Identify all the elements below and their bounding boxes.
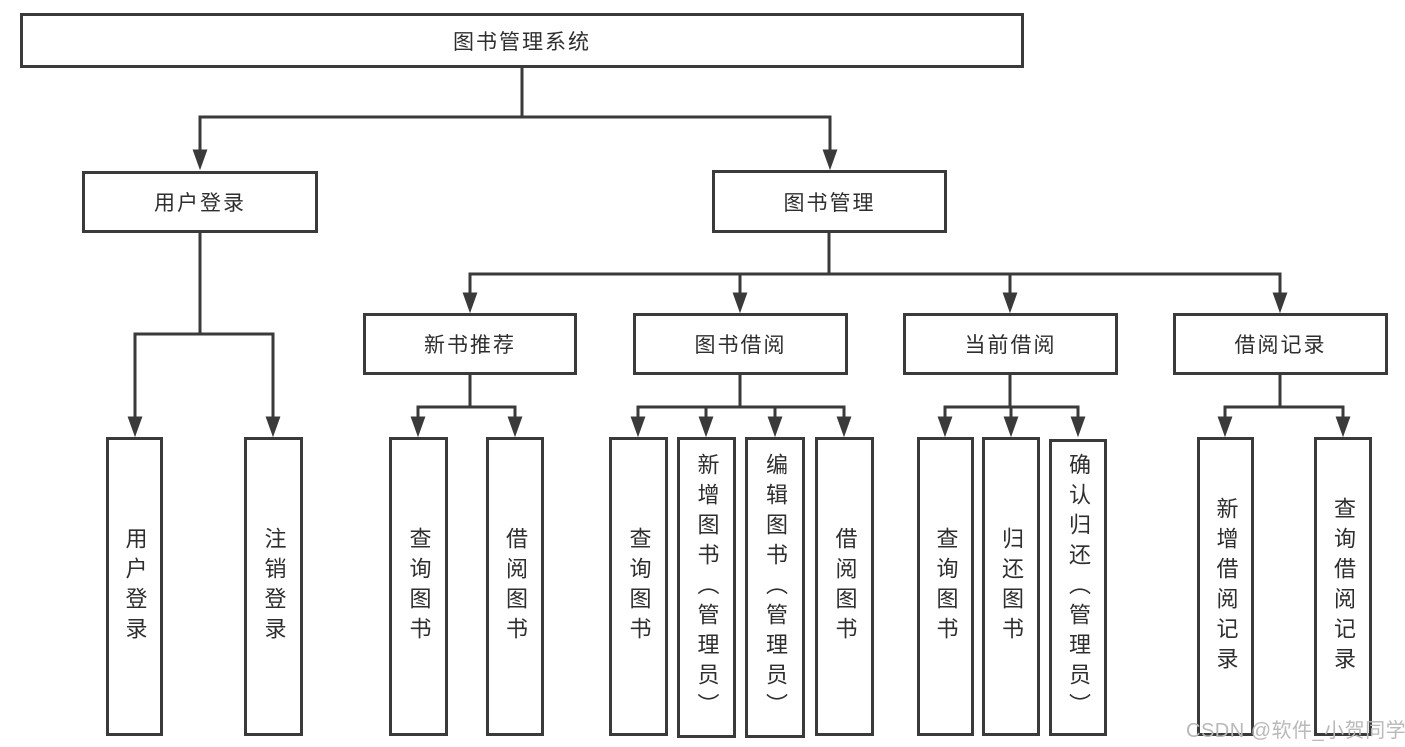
node-user-login-label: 用户登录	[154, 192, 246, 215]
leaf-query-books-current-label: 查询图书	[933, 526, 959, 647]
leaf-query-borrow-record: 查询借阅记录	[1314, 437, 1372, 736]
leaf-edit-book-admin-label: 编辑图书（管理员）	[763, 452, 788, 723]
node-current-borrow: 当前借阅	[903, 313, 1118, 375]
leaf-query-books-recommend: 查询图书	[389, 437, 448, 736]
node-book-borrow: 图书借阅	[633, 313, 848, 375]
leaf-confirm-return-admin-label: 确认归还（管理员）	[1066, 452, 1091, 723]
leaf-confirm-return-admin: 确认归还（管理员）	[1049, 439, 1107, 736]
leaf-add-book-admin-label: 新增图书（管理员）	[694, 452, 720, 723]
node-book-management: 图书管理	[712, 170, 947, 233]
node-user-login: 用户登录	[82, 171, 318, 233]
leaf-borrow-books: 借阅图书	[815, 437, 874, 736]
node-root: 图书管理系统	[20, 13, 1024, 68]
node-borrow-records: 借阅记录	[1173, 313, 1388, 375]
leaf-return-book: 归还图书	[982, 437, 1040, 736]
leaf-add-book-admin: 新增图书（管理员）	[677, 437, 736, 738]
leaf-borrow-books-recommend: 借阅图书	[486, 437, 544, 736]
node-book-borrow-label: 图书借阅	[694, 334, 787, 357]
leaf-query-books-current: 查询图书	[917, 437, 974, 736]
leaf-add-borrow-record: 新增借阅记录	[1197, 437, 1254, 736]
leaf-borrow-books-label: 借阅图书	[832, 526, 858, 647]
node-new-book-recommend: 新书推荐	[363, 313, 577, 375]
node-borrow-records-label: 借阅记录	[1234, 334, 1327, 357]
node-book-management-label: 图书管理	[783, 191, 876, 215]
leaf-return-book-label: 归还图书	[999, 526, 1024, 647]
leaf-user-login-label: 用户登录	[122, 526, 148, 647]
leaf-query-books-borrow: 查询图书	[609, 437, 668, 736]
node-root-label: 图书管理系统	[453, 30, 591, 54]
leaf-edit-book-admin: 编辑图书（管理员）	[745, 437, 805, 738]
leaf-logout: 注销登录	[244, 437, 303, 736]
leaf-user-login: 用户登录	[106, 437, 163, 736]
leaf-query-books-recommend-label: 查询图书	[406, 526, 432, 647]
leaf-logout-label: 注销登录	[261, 526, 287, 647]
leaf-add-borrow-record-label: 新增借阅记录	[1213, 496, 1239, 677]
node-new-book-recommend-label: 新书推荐	[424, 334, 516, 357]
leaf-query-borrow-record-label: 查询借阅记录	[1331, 496, 1356, 677]
leaf-query-books-borrow-label: 查询图书	[626, 526, 652, 647]
node-current-borrow-label: 当前借阅	[964, 334, 1057, 357]
leaf-borrow-books-recommend-label: 借阅图书	[503, 526, 528, 647]
